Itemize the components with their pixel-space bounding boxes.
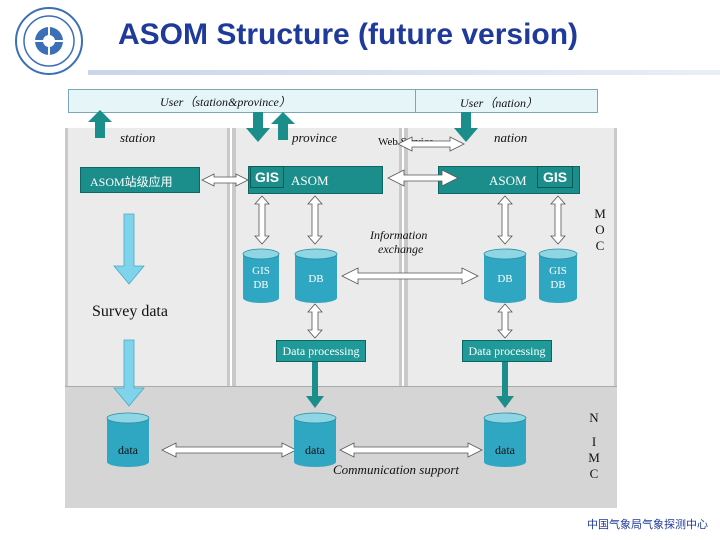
province-data-processing-box: Data processing	[276, 340, 366, 362]
data-cylinder-province: data	[293, 412, 337, 467]
nation-gis-label: GIS	[542, 169, 568, 185]
web-service-arrow-middle	[387, 169, 459, 187]
moc-letter-o: O	[595, 222, 605, 237]
survey-data-label: Survey data	[92, 303, 168, 320]
nation-asom-label: ASOM	[489, 173, 527, 188]
level-label-nation: nation	[494, 130, 528, 145]
page-title: ASOM Structure (future version)	[118, 18, 579, 51]
nimc-letter-m: M	[588, 450, 600, 465]
title-underline	[88, 70, 720, 75]
footer-organization: 中国气象局气象探测中心	[587, 518, 708, 531]
user-label-nation: User（nation）	[460, 96, 539, 110]
nimc-letter-i: I	[591, 434, 597, 449]
down-arrow-nation	[454, 112, 478, 142]
db-nation-label: DB	[497, 273, 512, 285]
gis-db-province-line2: DB	[253, 279, 268, 291]
nation-gis-badge: GIS	[537, 166, 573, 188]
data-station-label: data	[118, 443, 139, 457]
survey-arrow-lower	[113, 339, 145, 407]
gis-db-nation-line1: GIS	[549, 265, 567, 277]
user-bar-station-province	[68, 89, 440, 113]
province-gis-label: GIS	[254, 169, 280, 185]
down-arrow-province	[246, 112, 270, 142]
db-cylinder-nation: DB	[483, 248, 527, 303]
moc-letter-m: M	[594, 206, 606, 221]
gis-db-province-line1: GIS	[252, 265, 270, 277]
nation-data-processing-box: Data processing	[462, 340, 552, 362]
user-label-station-province: User（station&province）	[160, 95, 291, 109]
processing-to-data-arrow-nation	[496, 362, 514, 408]
info-exchange-line2: exchange	[378, 242, 424, 256]
up-arrow-province	[271, 112, 295, 140]
station-asom-box: ASOM站级应用	[80, 167, 200, 193]
level-label-station: station	[120, 130, 156, 145]
information-exchange-arrow	[341, 267, 479, 285]
gis-db-cylinder-nation: GIS DB	[538, 248, 578, 303]
data-province-label: data	[305, 443, 326, 457]
nimc-letter-n: N	[589, 410, 599, 425]
data-nation-label: data	[495, 443, 516, 457]
province-gis-badge: GIS	[250, 166, 284, 188]
web-service-arrow-top	[397, 136, 465, 152]
info-exchange-line1: Information	[370, 228, 428, 242]
db-cylinder-province: DB	[294, 248, 338, 303]
up-arrow-station	[88, 110, 112, 138]
asom-db-arrow-province	[307, 195, 323, 245]
moc-letter-c: C	[595, 238, 605, 253]
nimc-label: N I M C	[586, 410, 602, 482]
gis-db-nation-line2: DB	[550, 279, 565, 291]
cma-logo	[14, 6, 84, 76]
survey-arrow-upper	[113, 213, 145, 285]
processing-to-data-arrow-province	[306, 362, 324, 408]
station-asom-label: ASOM站级应用	[90, 175, 173, 189]
moc-label: M O C	[592, 206, 608, 254]
communication-arrow-right	[339, 442, 483, 458]
gis-db-cylinder-province: GIS DB	[242, 248, 280, 303]
user-bar-nation	[415, 89, 598, 113]
data-cylinder-nation: data	[483, 412, 527, 467]
db-to-processing-arrow-province	[307, 303, 323, 339]
communication-arrow-left	[161, 442, 297, 458]
db-to-processing-arrow-nation	[497, 303, 513, 339]
station-to-province-arrow	[201, 173, 249, 187]
communication-support-label: Communication support	[333, 462, 460, 477]
data-cylinder-station: data	[106, 412, 150, 467]
nimc-letter-c: C	[589, 466, 599, 481]
level-label-province: province	[292, 130, 337, 145]
asom-gis-db-arrow-nation	[550, 195, 566, 245]
asom-db-arrow-nation	[497, 195, 513, 245]
db-province-label: DB	[308, 273, 323, 285]
province-asom-label: ASOM	[291, 173, 329, 188]
asom-gis-db-arrow-province	[254, 195, 270, 245]
